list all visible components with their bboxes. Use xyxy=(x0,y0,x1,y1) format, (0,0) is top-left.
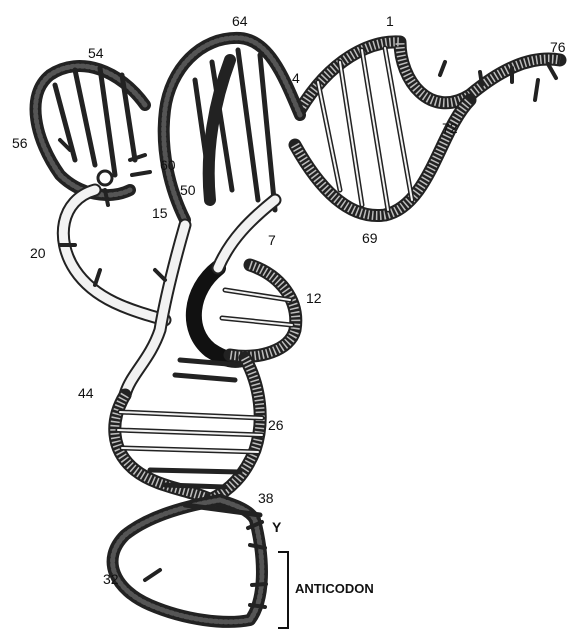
label-7: 7 xyxy=(268,232,276,248)
label-54: 54 xyxy=(88,45,104,61)
label-50: 50 xyxy=(180,182,196,198)
anticodon-loop xyxy=(113,500,266,622)
label-69: 69 xyxy=(362,230,378,246)
label-20: 20 xyxy=(30,245,46,261)
label-76: 76 xyxy=(550,39,566,55)
label-4: 4 xyxy=(292,70,300,86)
anticodon-label: ANTICODON xyxy=(295,581,374,596)
label-64: 64 xyxy=(232,13,248,29)
label-12: 12 xyxy=(306,290,322,306)
label-44: 44 xyxy=(78,385,94,401)
label-72: 72 xyxy=(442,120,458,136)
label-15: 15 xyxy=(152,205,168,221)
label-y: Y xyxy=(272,519,282,535)
acceptor-stem xyxy=(295,42,560,216)
core-hook xyxy=(175,200,296,380)
label-38: 38 xyxy=(258,490,274,506)
anticodon-bracket xyxy=(278,552,288,628)
label-26: 26 xyxy=(268,417,284,433)
label-32: 32 xyxy=(103,571,119,587)
label-60: 60 xyxy=(160,157,176,173)
label-56: 56 xyxy=(12,135,28,151)
label-1: 1 xyxy=(386,13,394,29)
